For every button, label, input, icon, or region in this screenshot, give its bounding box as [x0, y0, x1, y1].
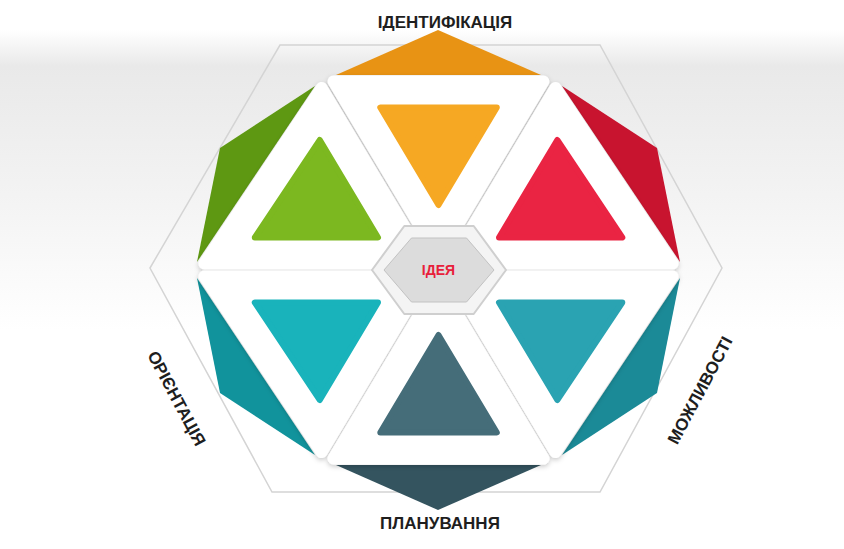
section-label: ОРІЄНТАЦІЯ	[144, 348, 208, 448]
center-hexagon: ІДЕЯ	[370, 224, 508, 316]
section-label: ІДЕНТИФІКАЦІЯ	[378, 14, 512, 31]
red-triangle	[499, 140, 622, 238]
shell-orange	[336, 30, 541, 75]
dark-triangle	[380, 335, 497, 433]
background-band	[0, 30, 844, 330]
section-label: ПЛАНУВАННЯ	[380, 515, 500, 532]
section-label: МОЖЛИВОСТІ	[665, 334, 736, 447]
teal-triangle	[499, 303, 622, 401]
shell-dark	[336, 465, 541, 510]
green-triangle	[255, 140, 378, 238]
outer-outline	[150, 45, 722, 492]
center-label: ІДЕЯ	[422, 263, 455, 277]
teal-triangle	[255, 303, 378, 401]
orange-triangle	[380, 108, 497, 206]
